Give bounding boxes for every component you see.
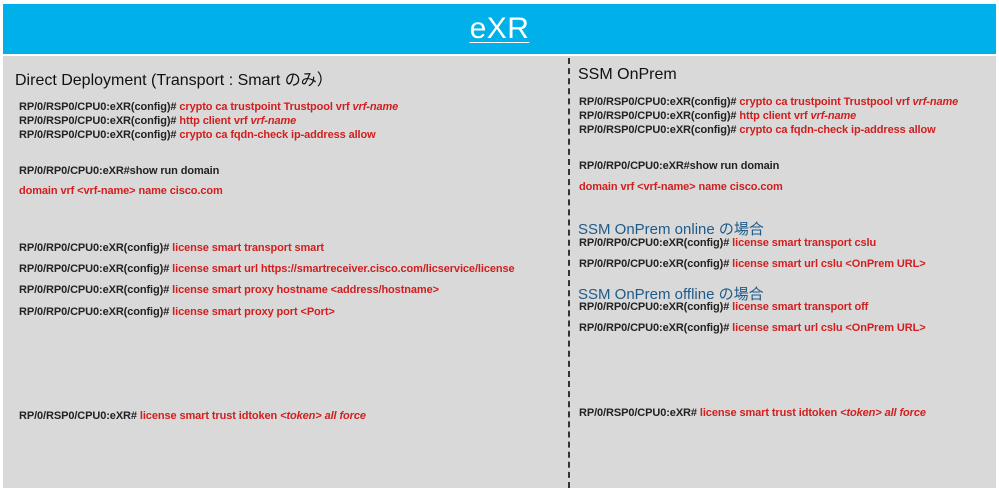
cli-command: license smart trust idtoken [699,407,841,419]
cli-prompt: RP/0/RP0/CPU0:eXR(config)# [19,242,173,254]
cli-prompt: RP/0/RSP0/CPU0:eXR(config)# [579,110,740,122]
command-line: RP/0/RSP0/CPU0:eXR# license smart trust … [579,407,926,419]
column-title: Direct Deployment (Transport : Smart のみ） [15,72,333,89]
command-line: RP/0/RSP0/CPU0:eXR# license smart trust … [19,410,366,422]
cli-prompt: RP/0/RP0/CPU0:eXR#show run domain [579,160,780,172]
command-line: RP/0/RSP0/CPU0:eXR(config)# crypto ca fq… [19,129,376,141]
cli-command: license smart proxy port <Port> [172,306,335,318]
cli-prompt: RP/0/RSP0/CPU0:eXR(config)# [19,115,180,127]
command-line: RP/0/RP0/CPU0:eXR(config)# license smart… [579,322,926,334]
cli-prompt: RP/0/RP0/CPU0:eXR(config)# [579,301,733,313]
cli-argument: vrf-name [912,96,959,108]
cli-prompt: RP/0/RSP0/CPU0:eXR(config)# [579,124,740,136]
slide-title: eXR [469,12,530,45]
command-line: RP/0/RSP0/CPU0:eXR(config)# crypto ca tr… [579,96,958,108]
cli-command: http client vrf [179,115,251,127]
cli-prompt: RP/0/RP0/CPU0:eXR(config)# [19,263,173,275]
command-line: RP/0/RP0/CPU0:eXR(config)# license smart… [579,237,876,249]
cli-argument: vrf-name [250,115,297,127]
cli-argument: vrf-name [810,110,857,122]
cli-argument: vrf-name [352,101,399,113]
content-panel [3,56,996,488]
cli-command: license smart url cslu <OnPrem URL> [732,258,926,270]
cli-prompt: RP/0/RP0/CPU0:eXR(config)# [19,284,173,296]
cli-prompt: RP/0/RSP0/CPU0:eXR(config)# [19,101,180,113]
cli-command: license smart transport smart [172,242,324,254]
command-line: RP/0/RSP0/CPU0:eXR(config)# crypto ca tr… [19,101,398,113]
column-title: SSM OnPrem [578,66,677,83]
cli-command: crypto ca fqdn-check ip-address allow [739,124,936,136]
command-line: RP/0/RSP0/CPU0:eXR(config)# crypto ca fq… [579,124,936,136]
command-line: RP/0/RP0/CPU0:eXR(config)# license smart… [19,263,515,275]
cli-prompt: RP/0/RP0/CPU0:eXR(config)# [579,258,733,270]
cli-prompt: RP/0/RSP0/CPU0:eXR# [19,410,140,422]
cli-argument: <token> all force [840,407,926,419]
cli-argument: <token> all force [280,410,366,422]
command-line: RP/0/RP0/CPU0:eXR(config)# license smart… [19,242,324,254]
command-line: RP/0/RSP0/CPU0:eXR(config)# http client … [19,115,296,127]
cli-command: license smart trust idtoken [139,410,281,422]
command-line: RP/0/RP0/CPU0:eXR(config)# license smart… [579,301,868,313]
online-subheading: SSM OnPrem online の場合 [578,221,764,238]
cli-command: license smart transport off [732,301,869,313]
column-divider [568,58,570,488]
command-line: domain vrf <vrf-name> name cisco.com [19,185,223,197]
cli-command: license smart proxy hostname <address/ho… [172,284,439,296]
command-line: RP/0/RP0/CPU0:eXR(config)# license smart… [19,306,335,318]
title-banner: eXR [3,4,996,54]
cli-command: license smart url https://smartreceiver.… [172,263,515,275]
cli-prompt: RP/0/RP0/CPU0:eXR(config)# [19,306,173,318]
cli-command: crypto ca trustpoint Trustpool vrf [179,101,353,113]
cli-command: license smart url cslu <OnPrem URL> [732,322,926,334]
cli-prompt: RP/0/RSP0/CPU0:eXR# [579,407,700,419]
cli-prompt: RP/0/RP0/CPU0:eXR(config)# [579,237,733,249]
cli-prompt: RP/0/RP0/CPU0:eXR(config)# [579,322,733,334]
command-line: domain vrf <vrf-name> name cisco.com [579,181,783,193]
command-line: RP/0/RSP0/CPU0:eXR(config)# http client … [579,110,856,122]
cli-command: license smart transport cslu [732,237,877,249]
command-line: RP/0/RP0/CPU0:eXR#show run domain [579,160,779,172]
command-line: RP/0/RP0/CPU0:eXR(config)# license smart… [19,284,439,296]
cli-command: crypto ca trustpoint Trustpool vrf [739,96,913,108]
cli-command: http client vrf [739,110,811,122]
cli-command: domain vrf <vrf-name> name cisco.com [19,185,223,197]
command-line: RP/0/RP0/CPU0:eXR#show run domain [19,165,219,177]
cli-command: domain vrf <vrf-name> name cisco.com [579,181,783,193]
cli-command: crypto ca fqdn-check ip-address allow [179,129,376,141]
cli-prompt: RP/0/RP0/CPU0:eXR#show run domain [19,165,220,177]
cli-prompt: RP/0/RSP0/CPU0:eXR(config)# [579,96,740,108]
command-line: RP/0/RP0/CPU0:eXR(config)# license smart… [579,258,926,270]
cli-prompt: RP/0/RSP0/CPU0:eXR(config)# [19,129,180,141]
offline-subheading: SSM OnPrem offline の場合 [578,286,764,303]
